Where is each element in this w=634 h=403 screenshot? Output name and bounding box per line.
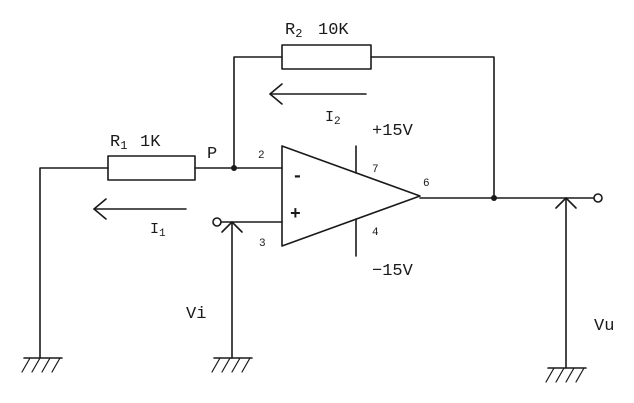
- r2-value: 10K: [318, 21, 349, 40]
- pin-vplus: 7: [372, 164, 379, 176]
- arrow-left-icon: [93, 198, 187, 220]
- ground-icon: [211, 357, 253, 373]
- supply-negative: −15V: [372, 262, 414, 281]
- r2-designator: R2: [285, 21, 302, 41]
- feedback-wire-right: [370, 56, 495, 199]
- vi-label: Vi: [186, 305, 206, 324]
- terminal-icon: [593, 193, 603, 203]
- node-p-label: P: [207, 145, 217, 164]
- vi-voltage-arrow: [221, 221, 243, 359]
- feedback-wire: [233, 56, 283, 169]
- terminal-icon: [212, 217, 222, 227]
- r1-designator: R1: [110, 133, 127, 153]
- supply-positive: +15V: [372, 122, 414, 141]
- pin-noninverting: 3: [259, 238, 266, 250]
- resistor-icon: [281, 44, 372, 70]
- pin-vminus: 4: [372, 227, 379, 239]
- output-junction: [491, 195, 497, 201]
- r2-sub: 2: [295, 27, 302, 41]
- inverting-sign: -: [292, 167, 303, 187]
- r1-sub: 1: [120, 139, 127, 153]
- resistor-icon: [107, 155, 196, 181]
- vu-voltage-arrow: [555, 197, 577, 369]
- pin-inverting: 2: [258, 150, 265, 162]
- arrow-left-icon: [269, 83, 367, 105]
- noninverting-sign: +: [290, 205, 301, 225]
- vu-label: Vu: [594, 317, 614, 336]
- pin-output: 6: [423, 178, 430, 190]
- ground-icon: [21, 357, 63, 373]
- ground-icon: [545, 367, 587, 383]
- i2-label: I2: [325, 109, 341, 128]
- r1-value: 1K: [140, 133, 161, 152]
- i1-label: I1: [150, 221, 166, 240]
- opamp-icon: [281, 145, 421, 247]
- left-ground-wire: [39, 167, 109, 359]
